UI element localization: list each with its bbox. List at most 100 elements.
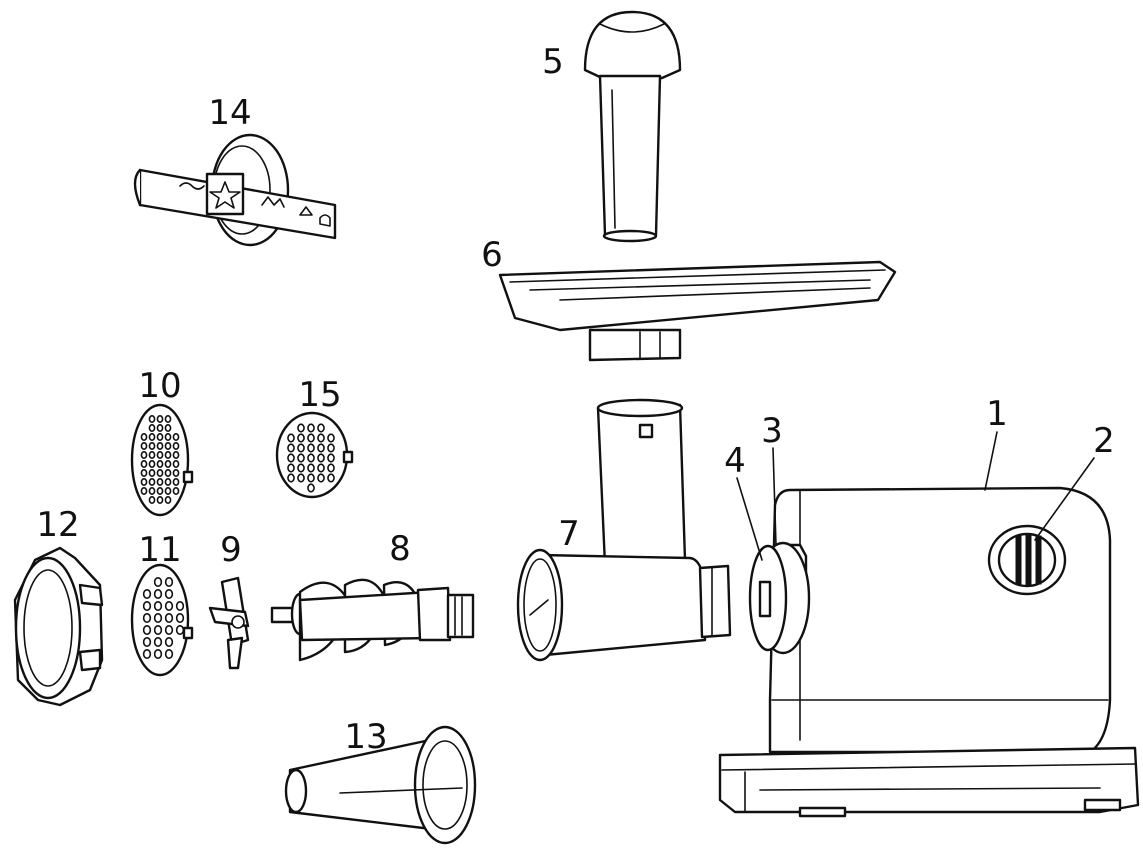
plate-hole <box>148 468 156 477</box>
plate-hole <box>307 433 315 443</box>
plate-hole <box>317 423 325 433</box>
part-4-coupling-ring <box>748 541 811 655</box>
plate-hole <box>307 453 315 463</box>
part-11-fine-plate <box>130 563 194 677</box>
plate-hole <box>287 453 295 463</box>
plate-hole <box>317 463 325 473</box>
plate-hole <box>172 468 180 477</box>
plate-hole <box>153 600 163 611</box>
plate-hole <box>297 453 305 463</box>
callout-1: 1 <box>986 394 1008 434</box>
callout-4: 4 <box>724 441 746 481</box>
plate-hole <box>153 624 163 635</box>
plate-hole <box>156 459 164 468</box>
plate-hole <box>156 495 164 504</box>
plate-hole <box>140 477 148 486</box>
plate-hole <box>140 441 148 450</box>
leader-lines <box>736 431 1095 561</box>
callout-11: 11 <box>138 530 181 570</box>
callout-14: 14 <box>208 93 251 133</box>
plate-hole <box>175 600 185 611</box>
plate-hole <box>140 432 148 441</box>
plate-hole <box>164 414 172 423</box>
plate-hole <box>148 450 156 459</box>
plate-hole <box>153 648 163 659</box>
plate-hole <box>164 624 174 635</box>
plate-hole <box>148 459 156 468</box>
plate-hole <box>164 600 174 611</box>
plate-hole <box>156 423 164 432</box>
plate-hole <box>148 423 156 432</box>
plate-hole <box>297 473 305 483</box>
part-6-feed-tray <box>498 260 897 362</box>
plate-hole <box>327 473 335 483</box>
part-13-sausage-attachment <box>284 725 477 845</box>
part-2-control-switch <box>987 524 1067 596</box>
leader-3 <box>772 447 777 546</box>
plate-hole <box>172 432 180 441</box>
plate-hole <box>164 588 174 599</box>
plate-hole <box>287 463 295 473</box>
plate-hole <box>287 473 295 483</box>
plate-hole <box>142 624 152 635</box>
plate-hole <box>307 423 315 433</box>
callout-9: 9 <box>220 530 242 570</box>
callout-13: 13 <box>344 717 387 757</box>
plate-hole <box>148 495 156 504</box>
plate-hole <box>148 486 156 495</box>
callout-10: 10 <box>138 366 181 406</box>
callout-labels: 1 2 3 4 5 6 7 8 9 10 11 12 13 14 15 <box>36 42 1114 757</box>
plate-hole <box>172 441 180 450</box>
plate-hole <box>164 648 174 659</box>
plate-hole <box>297 443 305 453</box>
plate-hole <box>297 433 305 443</box>
plate-hole <box>148 414 156 423</box>
callout-7: 7 <box>558 514 580 554</box>
plate-hole <box>307 473 315 483</box>
plate-hole <box>156 441 164 450</box>
plate-hole <box>172 486 180 495</box>
plate-hole <box>172 477 180 486</box>
plate-hole <box>156 477 164 486</box>
plate-hole <box>153 612 163 623</box>
part-12-locking-ring <box>13 546 104 707</box>
plate-hole <box>140 459 148 468</box>
plate-hole <box>142 636 152 647</box>
callout-12: 12 <box>36 505 79 545</box>
plate-hole <box>142 600 152 611</box>
plate-hole <box>148 477 156 486</box>
plate-hole <box>140 450 148 459</box>
plate-hole <box>153 588 163 599</box>
plate-hole <box>164 636 174 647</box>
plate-hole <box>142 612 152 623</box>
part-7-grinder-head <box>516 398 732 662</box>
plate-hole <box>164 459 172 468</box>
part-15-medium-plate <box>275 411 354 499</box>
plate-hole <box>327 443 335 453</box>
plate-hole <box>156 486 164 495</box>
plate-hole <box>327 463 335 473</box>
plate-hole <box>327 433 335 443</box>
plate-hole <box>164 432 172 441</box>
plate-hole <box>148 441 156 450</box>
part-9-cross-blade <box>208 576 250 670</box>
callout-3: 3 <box>761 411 783 451</box>
plate-hole <box>164 486 172 495</box>
callout-8: 8 <box>389 529 411 569</box>
plate-hole <box>156 432 164 441</box>
plate-hole <box>164 450 172 459</box>
callout-2: 2 <box>1093 421 1115 461</box>
plate-hole <box>142 648 152 659</box>
plate-hole <box>148 432 156 441</box>
plate-hole <box>140 486 148 495</box>
plate-hole <box>327 453 335 463</box>
plate-hole <box>153 636 163 647</box>
plate-hole <box>297 463 305 473</box>
plate-hole <box>142 588 152 599</box>
plate-hole <box>317 433 325 443</box>
plate-hole <box>164 423 172 432</box>
plate-hole <box>172 459 180 468</box>
plate-hole <box>172 450 180 459</box>
plate-hole <box>317 473 325 483</box>
